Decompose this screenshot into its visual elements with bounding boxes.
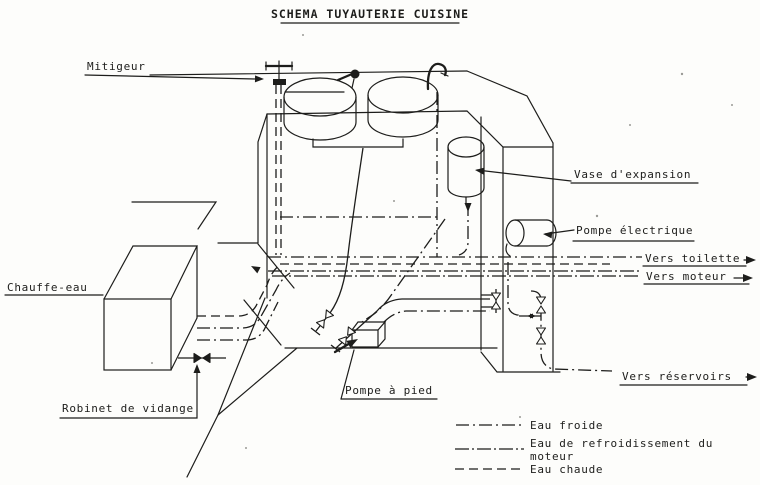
foot-pump <box>351 321 387 348</box>
svg-text:Eau de refroidissement du: Eau de refroidissement du <box>530 437 713 450</box>
drain-and-hose-pipes <box>178 147 541 359</box>
legend-item-cooling: Eau de refroidissement du moteur <box>455 437 713 463</box>
label-vase-d-expansion: Vase d'expansion <box>475 167 699 184</box>
water-heater <box>103 245 198 371</box>
svg-text:Eau froide: Eau froide <box>530 419 603 432</box>
column-valve-icon <box>490 292 502 310</box>
sprayer-tap-icon <box>336 69 360 89</box>
label-chauffe-eau: Chauffe-eau <box>4 281 104 296</box>
svg-text:moteur: moteur <box>530 450 574 463</box>
label-pompe-electrique: Pompe électrique <box>543 224 695 242</box>
flow-arrow-icon <box>251 203 536 319</box>
electric-pump <box>505 219 557 257</box>
foot-pump-flow-arrow <box>333 339 358 354</box>
outlet-vers-toilette: Vers toilette <box>642 252 756 267</box>
expansion-tank <box>447 136 485 204</box>
outlet-vers-moteur: Vers moteur <box>643 270 753 285</box>
mixer-tap-icon <box>264 60 294 85</box>
hose-valve-icon <box>315 309 335 329</box>
sink-left <box>283 77 357 141</box>
hose-valve-icon <box>337 326 357 346</box>
svg-text:Mitigeur: Mitigeur <box>87 60 146 73</box>
legend-item-hot: Eau chaude <box>455 463 603 476</box>
cold-water-pipes <box>197 92 642 372</box>
label-robinet-de-vidange: Robinet de vidange <box>59 364 201 419</box>
svg-text:Eau chaude: Eau chaude <box>530 463 603 476</box>
outlet-vers-reservoirs: Vers réservoirs <box>619 370 757 386</box>
drain-valve-icon <box>193 352 211 364</box>
svg-text:Robinet de vidange: Robinet de vidange <box>62 402 194 415</box>
legend: Eau froide Eau de refroidissement du mot… <box>455 419 713 476</box>
column-valve-icon <box>535 327 547 345</box>
svg-text:Vers toilette: Vers toilette <box>645 252 740 265</box>
hot-water-pipes <box>197 85 610 317</box>
sink-right <box>367 76 439 138</box>
page-title: SCHEMA TUYAUTERIE CUISINE <box>271 7 469 21</box>
svg-text:Vase d'expansion: Vase d'expansion <box>574 168 691 181</box>
svg-text:Vers réservoirs: Vers réservoirs <box>622 370 732 383</box>
scan-speckles <box>151 34 733 449</box>
svg-text:Pompe électrique: Pompe électrique <box>576 224 693 237</box>
drain-tray <box>312 138 404 148</box>
label-pompe-a-pied: Pompe à pied <box>340 349 438 400</box>
right-tap-icon <box>426 62 449 91</box>
svg-text:Chauffe-eau: Chauffe-eau <box>7 281 88 294</box>
column-valve-icon <box>535 296 547 314</box>
svg-text:Vers moteur: Vers moteur <box>646 270 727 283</box>
svg-text:Pompe à pied: Pompe à pied <box>345 384 433 397</box>
counter-outline <box>131 70 561 478</box>
cooling-water-pipes <box>268 270 640 277</box>
label-mitigeur: Mitigeur <box>84 60 264 83</box>
legend-item-cold: Eau froide <box>456 419 603 432</box>
